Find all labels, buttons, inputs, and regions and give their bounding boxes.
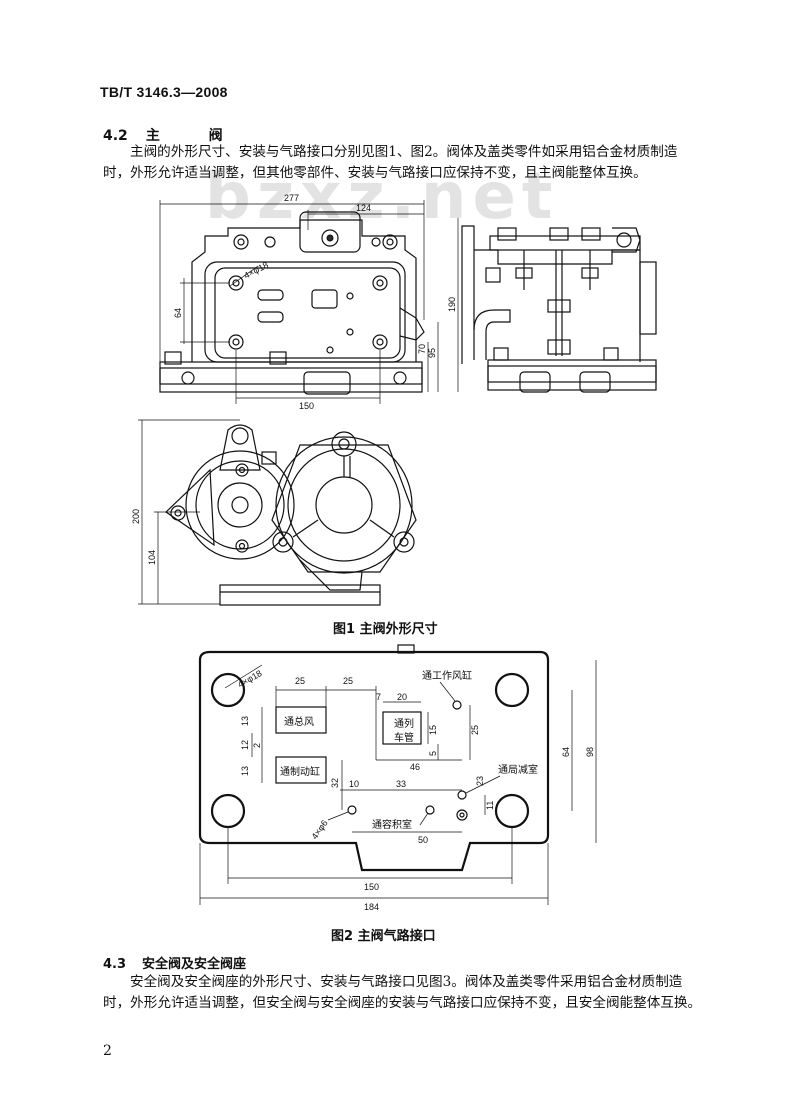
fig2-dim-25c: 25: [470, 725, 480, 735]
fig2-dim-64: 64: [561, 747, 571, 757]
fig2-dim-4x6: 4×φ6: [309, 818, 329, 841]
figure1-side-view: [461, 225, 657, 393]
fig2-dim-12: 12: [240, 740, 250, 750]
fig1-dim-104: 104: [147, 550, 157, 565]
section-4-2-paragraph: 主阀的外形尺寸、安装与气路接口分别见图1、图2。阀体及盖类零件如采用铝合金材质制…: [103, 144, 678, 181]
fig1-dim-190: 190: [447, 297, 457, 312]
fig2-dim-33: 33: [396, 779, 406, 789]
section-title: 主 阀: [145, 128, 245, 144]
figure1-caption: 图1 主阀外形尺寸: [333, 622, 438, 637]
section-number: 4.2: [103, 128, 128, 144]
fig1-dim-277: 277: [284, 193, 299, 203]
fig2-dim-50: 50: [418, 835, 428, 845]
watermark: bzxz.net: [205, 160, 559, 234]
fig2-dim-32: 32: [330, 778, 340, 788]
section-number: 4.3: [103, 957, 127, 972]
fig2-dim-98: 98: [585, 747, 595, 757]
port-label-brake-cylinder: 通制动缸: [280, 765, 320, 778]
port-label-local-reduce: 通局减室: [498, 763, 538, 776]
fig2-dim-2: 2: [252, 743, 262, 748]
port-label-total-air: 通总风: [284, 715, 314, 728]
section-4-3-heading: 4.3 安全阀及安全阀座: [103, 953, 246, 972]
fig2-dim-4x18: 4×φ18: [236, 668, 264, 690]
section-4-2-heading: 4.2 主 阀: [103, 125, 245, 145]
fig2-dim-7: 7: [376, 692, 381, 702]
port-label-train-pipe-1: 通列: [394, 717, 414, 730]
fig2-dim-184: 184: [364, 902, 379, 912]
fig2-dim-25a: 25: [295, 676, 305, 686]
page-number: 2: [103, 1043, 112, 1059]
fig2-dim-10: 10: [349, 779, 359, 789]
figure2-caption: 图2 主阀气路接口: [331, 929, 436, 944]
fig2-dim-23: 23: [475, 776, 485, 786]
fig2-dim-150: 150: [364, 882, 379, 892]
port-label-work-cylinder: 通工作风缸: [422, 669, 472, 682]
fig1-dim-4x18: 4×φ18: [242, 260, 270, 281]
fig2-dim-11: 11: [485, 801, 495, 810]
fig2-dim-13a: 13: [240, 716, 250, 726]
fig1-dim-124: 124: [356, 203, 371, 213]
figure2-port-layout: 通总风 通制动缸 通工作风缸 通列 车管 通局减室 通容积室: [198, 644, 597, 912]
fig2-dim-25b: 25: [343, 676, 353, 686]
fig1-dim-95: 95: [427, 348, 437, 358]
figure1-bottom-view: 200 104: [131, 419, 417, 606]
fig1-dim-200: 200: [131, 509, 141, 524]
fig2-dim-5: 5: [428, 751, 438, 756]
section-title: 安全阀及安全阀座: [142, 957, 247, 972]
fig2-dim-15: 15: [428, 725, 438, 735]
standard-number-header: TB/T 3146.3—2008: [100, 84, 228, 100]
section-4-3-paragraph: 安全阀及安全阀座的外形尺寸、安装与气路接口见图3。阀体及盖类零件采用铝合金材质制…: [103, 974, 702, 1011]
fig2-dim-13b: 13: [240, 766, 250, 776]
fig1-dim-150: 150: [299, 401, 314, 411]
fig1-dim-64: 64: [173, 308, 183, 318]
figure1-front-view: 277 124 4×φ18 64 190 70 95 150: [159, 193, 459, 411]
port-label-volume-chamber: 通容积室: [372, 818, 412, 831]
port-label-train-pipe-2: 车管: [394, 731, 414, 744]
fig2-dim-20: 20: [397, 692, 407, 702]
fig2-dim-46: 46: [410, 762, 420, 772]
fig1-dim-70: 70: [417, 344, 427, 354]
